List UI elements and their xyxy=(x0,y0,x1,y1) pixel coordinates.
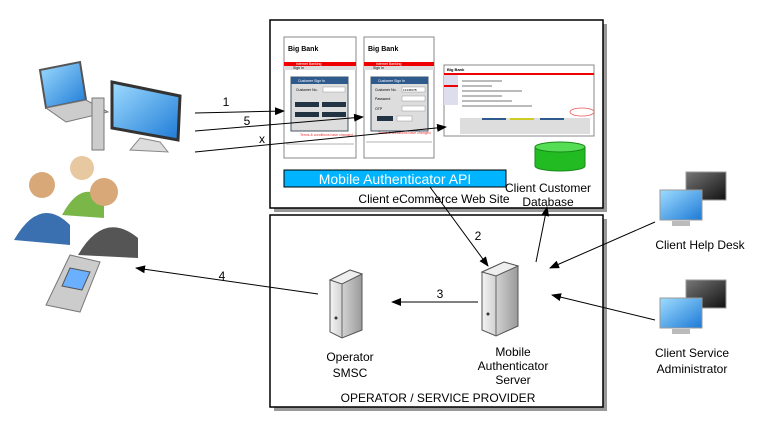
screen-sub: Sign In xyxy=(293,66,304,70)
arrow-x-label: x xyxy=(259,132,265,146)
admin-label-line1: Client Service xyxy=(655,346,729,360)
screen-title: Big Bank xyxy=(368,46,398,53)
field-label: OTP xyxy=(375,107,383,111)
arrow-2-label: 2 xyxy=(475,229,482,243)
database-label-line2: Database xyxy=(522,195,574,209)
arrow-x xyxy=(194,123,447,153)
panel-title: Customer Sign In xyxy=(378,79,405,83)
help-desk-computer-icon xyxy=(659,171,727,226)
field-label: Customer No. xyxy=(375,88,397,92)
arrow-server-to-db xyxy=(535,206,550,263)
arrow-4 xyxy=(135,265,319,295)
screen-title: Big Bank xyxy=(447,67,465,72)
bank-account-screen: Big Bank xyxy=(443,64,595,137)
screen-sub: Sign In xyxy=(373,66,384,70)
users-group-icon xyxy=(14,156,138,258)
field-value: 1234567B xyxy=(403,88,417,92)
notice-text: Terms & conditions have changed xyxy=(378,131,431,135)
panel-title: Customer Sign In xyxy=(298,79,325,83)
authenticator-server-icon xyxy=(480,261,520,337)
arrow-5 xyxy=(194,113,364,132)
arrow-2 xyxy=(429,186,489,267)
field-label: Password xyxy=(375,97,390,101)
arrow-4-label: 4 xyxy=(219,269,226,283)
flow-arrows xyxy=(135,107,656,321)
api-bar-label: Mobile Authenticator API xyxy=(319,171,472,187)
bank-login-screen-2: Big Bank Internet Banking Sign In Custom… xyxy=(363,36,435,159)
operator-box-label: OPERATOR / SERVICE PROVIDER xyxy=(341,391,536,405)
screen-menu: Internet Banking xyxy=(296,62,322,66)
auth-server-label-line2: Authenticator xyxy=(478,359,549,373)
laptop-icon xyxy=(38,60,110,123)
notice-text: Terms & conditions have changed xyxy=(300,133,353,137)
arrow-5-label: 5 xyxy=(244,114,251,128)
mobile-authenticator-api-bar xyxy=(283,169,507,188)
website-box-label: Client eCommerce Web Site xyxy=(358,192,509,206)
database-label-line1: Client Customer xyxy=(505,181,591,195)
admin-computer-icon xyxy=(659,279,727,334)
bank-login-screen-1: Big Bank Internet Banking Sign In Custom… xyxy=(283,36,357,159)
smsc-label-line1: Operator xyxy=(326,350,373,364)
screen-menu: Internet Banking xyxy=(376,62,402,66)
auth-server-label-line3: Server xyxy=(495,373,530,387)
admin-label-line2: Administrator xyxy=(657,362,728,376)
operator-box: OPERATOR / SERVICE PROVIDER Operator SMS… xyxy=(269,214,607,411)
screen-title: Big Bank xyxy=(288,46,318,53)
field-label: Customer No. xyxy=(296,88,318,92)
website-box: Big Bank Internet Banking Sign In Custom… xyxy=(269,19,607,212)
arrow-1 xyxy=(194,107,285,116)
mobile-phone-icon xyxy=(45,254,101,313)
desktop-computer-icon xyxy=(91,80,182,153)
arrow-3-label: 3 xyxy=(437,287,444,301)
arrow-1-label: 1 xyxy=(223,95,230,109)
help-desk-label: Client Help Desk xyxy=(655,238,745,252)
smsc-label-line2: SMSC xyxy=(333,366,368,380)
smsc-server-icon xyxy=(328,269,364,339)
client-customer-database xyxy=(534,141,586,172)
arrow-admin-to-server xyxy=(551,293,656,321)
arrow-helpdesk-to-server xyxy=(549,221,656,269)
auth-server-label-line1: Mobile xyxy=(495,345,531,359)
